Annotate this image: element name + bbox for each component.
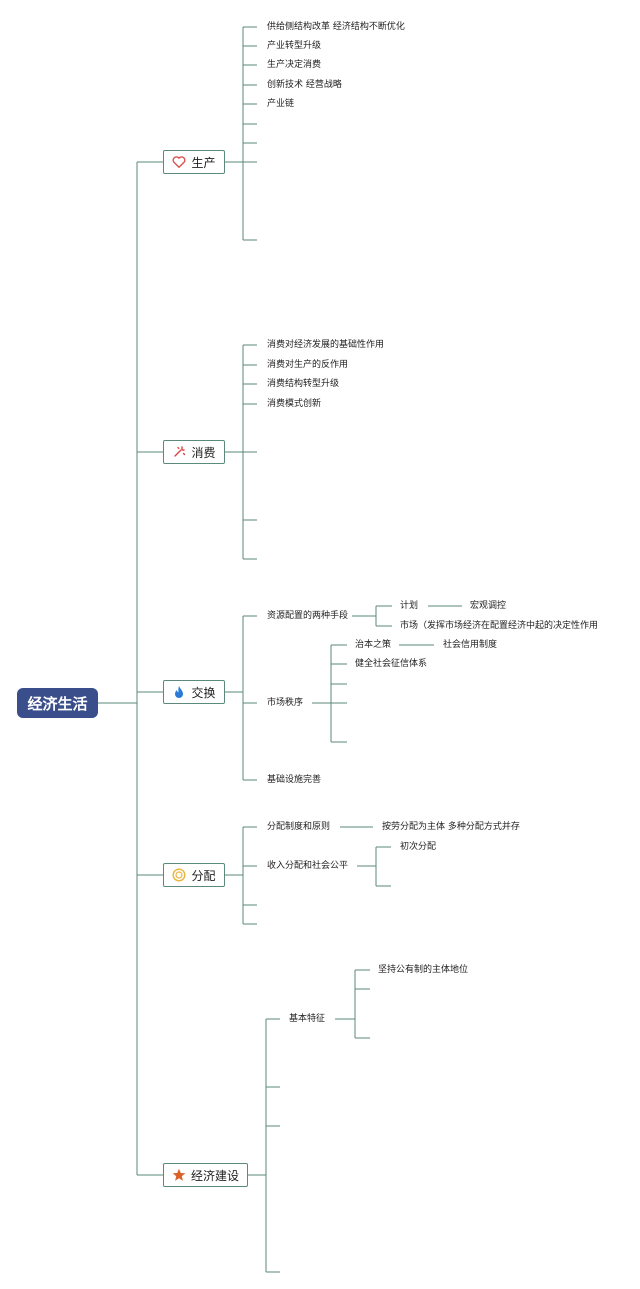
branch-label: 分配 [191, 868, 216, 883]
consumption-item-1[interactable]: 消费对经济发展的基础性作用 [267, 340, 385, 350]
consumption-item-4[interactable]: 消费模式创新 [267, 399, 322, 409]
infrastructure-node[interactable]: 基础设施完善 [267, 775, 322, 785]
resource-allocation-node[interactable]: 资源配置的两种手段 [267, 611, 349, 621]
production-item-5[interactable]: 产业链 [267, 99, 295, 109]
coin-icon [172, 868, 186, 882]
branch-label: 交换 [191, 685, 216, 700]
branch-production[interactable]: 生产 [163, 150, 225, 174]
heart-icon [172, 155, 186, 169]
basic-features-node[interactable]: 基本特征 [289, 1014, 326, 1024]
primary-distribution-node[interactable]: 初次分配 [400, 842, 437, 852]
branch-label: 经济建设 [190, 1168, 239, 1183]
market-node[interactable]: 市场（发挥市场经济在配置经济中起的决定性作用 [400, 621, 599, 631]
flame-icon [172, 685, 186, 699]
star-icon [172, 1168, 186, 1182]
branch-label: 生产 [191, 155, 216, 170]
production-item-2[interactable]: 产业转型升级 [267, 41, 322, 51]
branch-distribution[interactable]: 分配 [163, 863, 225, 887]
market-order-node[interactable]: 市场秩序 [267, 698, 304, 708]
consumption-item-3[interactable]: 消费结构转型升级 [267, 379, 340, 389]
root-cause-node[interactable]: 治本之策 [355, 640, 392, 650]
distribution-system-node[interactable]: 分配制度和原则 [267, 822, 331, 832]
sparkle-icon [172, 445, 186, 459]
production-item-4[interactable]: 创新技术 经营战略 [267, 80, 342, 90]
public-ownership-node[interactable]: 坚持公有制的主体地位 [378, 965, 469, 975]
production-item-3[interactable]: 生产决定消费 [267, 60, 322, 70]
production-item-1[interactable]: 供给侧结构改革 经济结构不断优化 [267, 22, 405, 32]
branch-construction[interactable]: 经济建设 [163, 1163, 248, 1187]
branch-exchange[interactable]: 交换 [163, 680, 225, 704]
plan-node[interactable]: 计划 [400, 601, 419, 611]
credit-system-node[interactable]: 健全社会征信体系 [355, 659, 428, 669]
macro-control-node[interactable]: 宏观调控 [470, 601, 507, 611]
labor-distribution-node[interactable]: 按劳分配为主体 多种分配方式并存 [382, 822, 520, 832]
consumption-item-2[interactable]: 消费对生产的反作用 [267, 360, 349, 370]
branch-label: 消费 [191, 445, 216, 460]
income-fairness-node[interactable]: 收入分配和社会公平 [267, 861, 349, 871]
social-credit-node[interactable]: 社会信用制度 [443, 640, 498, 650]
branch-consumption[interactable]: 消费 [163, 440, 225, 464]
root-node[interactable]: 经济生活 [17, 688, 98, 718]
